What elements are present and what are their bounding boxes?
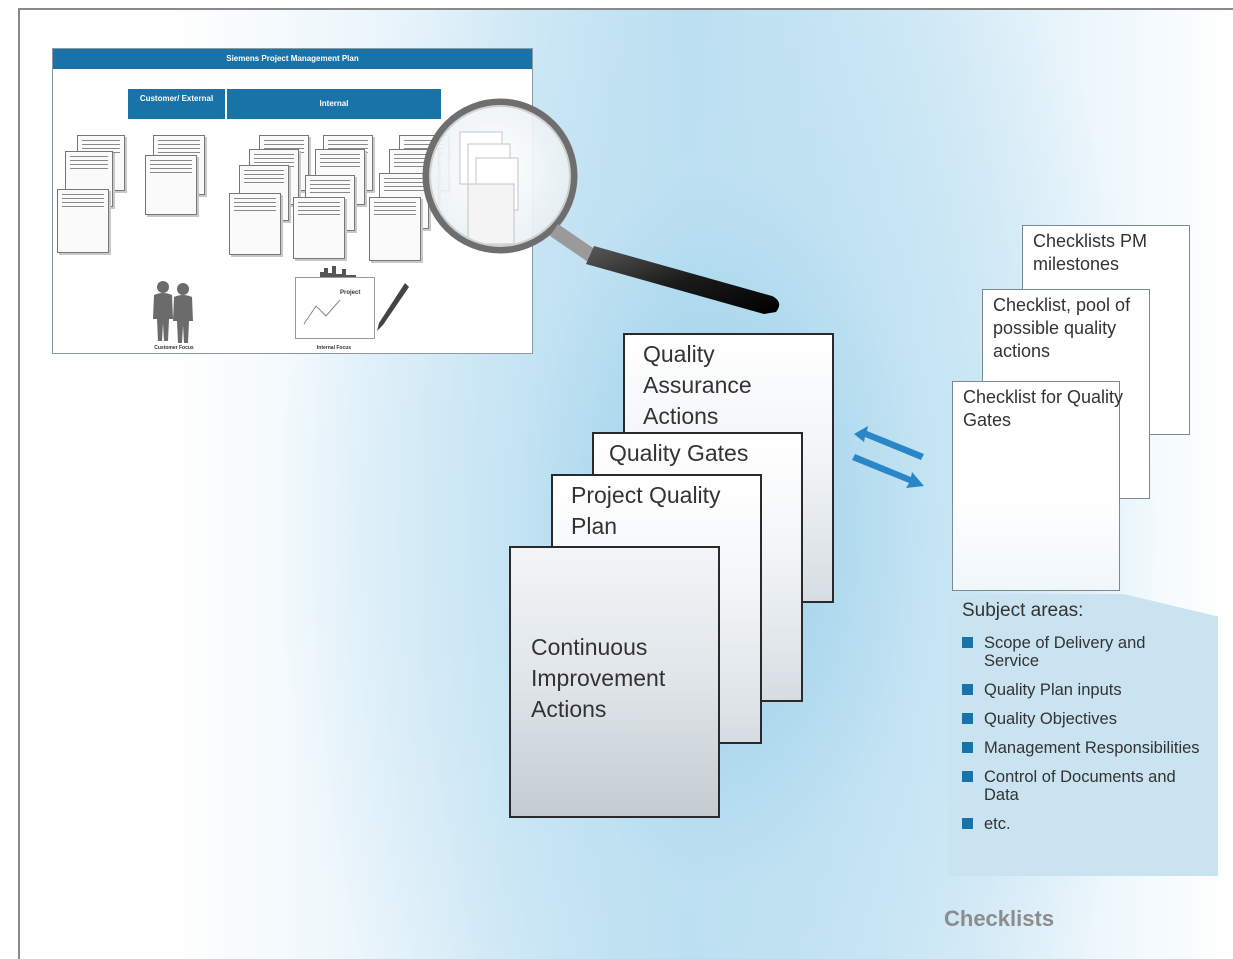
list-item-text: Quality Plan inputs xyxy=(984,681,1122,699)
mini-doc xyxy=(369,197,421,261)
card-label: Checklist, pool of possible quality acti… xyxy=(993,295,1131,361)
sheet-continuous-improvement-actions: Continuous Improvement Actions xyxy=(509,546,720,818)
list-item: Control of Documents and Data xyxy=(962,768,1202,804)
list-item-text: etc. xyxy=(984,815,1011,833)
pm-footer-customer: Customer Focus xyxy=(154,345,194,351)
card-label: Checklist for Quality Gates xyxy=(963,387,1124,430)
bullet-square-icon xyxy=(962,771,973,782)
subject-areas-panel xyxy=(948,594,1218,876)
list-item: Scope of Delivery and Service xyxy=(962,634,1202,670)
sheet-label: Quality Assurance Actions xyxy=(643,341,752,429)
sheet-label: Quality Gates xyxy=(609,440,749,466)
sheet-label: Continuous Improvement Actions xyxy=(531,634,666,722)
subject-areas-list: Scope of Delivery and Service Quality Pl… xyxy=(962,634,1202,844)
list-item: etc. xyxy=(962,815,1202,833)
subject-areas-title: Subject areas: xyxy=(962,600,1084,621)
bullet-square-icon xyxy=(962,713,973,724)
checklists-caption: Checklists xyxy=(944,906,1055,931)
pm-plan-title: Siemens Project Management Plan xyxy=(53,49,532,69)
list-item: Quality Objectives xyxy=(962,710,1202,728)
list-item-text: Management Responsibilities xyxy=(984,739,1200,757)
business-people-icon xyxy=(153,281,193,343)
magnifying-glass-icon xyxy=(422,98,780,314)
project-sheet: Project xyxy=(295,266,375,339)
list-item-text: Quality Objectives xyxy=(984,710,1117,728)
bullet-square-icon xyxy=(962,684,973,695)
project-graph-icon xyxy=(303,299,341,325)
pm-footer-internal: Internal Focus xyxy=(316,345,352,351)
project-sheet-label: Project xyxy=(340,290,361,296)
skyline-icon xyxy=(320,266,356,277)
list-item: Quality Plan inputs xyxy=(962,681,1202,699)
card-label: Checklists PM milestones xyxy=(1033,231,1148,274)
card-checklist-quality-gates: Checklist for Quality Gates xyxy=(952,381,1123,591)
sheet-label: Project Quality Plan xyxy=(571,482,721,539)
mini-doc xyxy=(145,155,197,215)
customer-external-header: Customer/ External xyxy=(128,89,225,119)
mini-doc xyxy=(229,193,281,255)
diagram-frame: Siemens Project Management Plan Customer… xyxy=(18,8,1233,959)
internal-header: Internal xyxy=(227,89,441,119)
list-item-text: Control of Documents and Data xyxy=(984,768,1176,804)
list-item-text: Scope of Delivery and Service xyxy=(984,634,1146,670)
bullet-square-icon xyxy=(962,742,973,753)
pen-icon xyxy=(377,283,409,331)
mini-doc xyxy=(293,197,345,259)
bullet-square-icon xyxy=(962,818,973,829)
list-item: Management Responsibilities xyxy=(962,739,1202,757)
bullet-square-icon xyxy=(962,637,973,648)
exchange-arrows-icon xyxy=(852,426,924,488)
mini-doc xyxy=(57,189,109,253)
